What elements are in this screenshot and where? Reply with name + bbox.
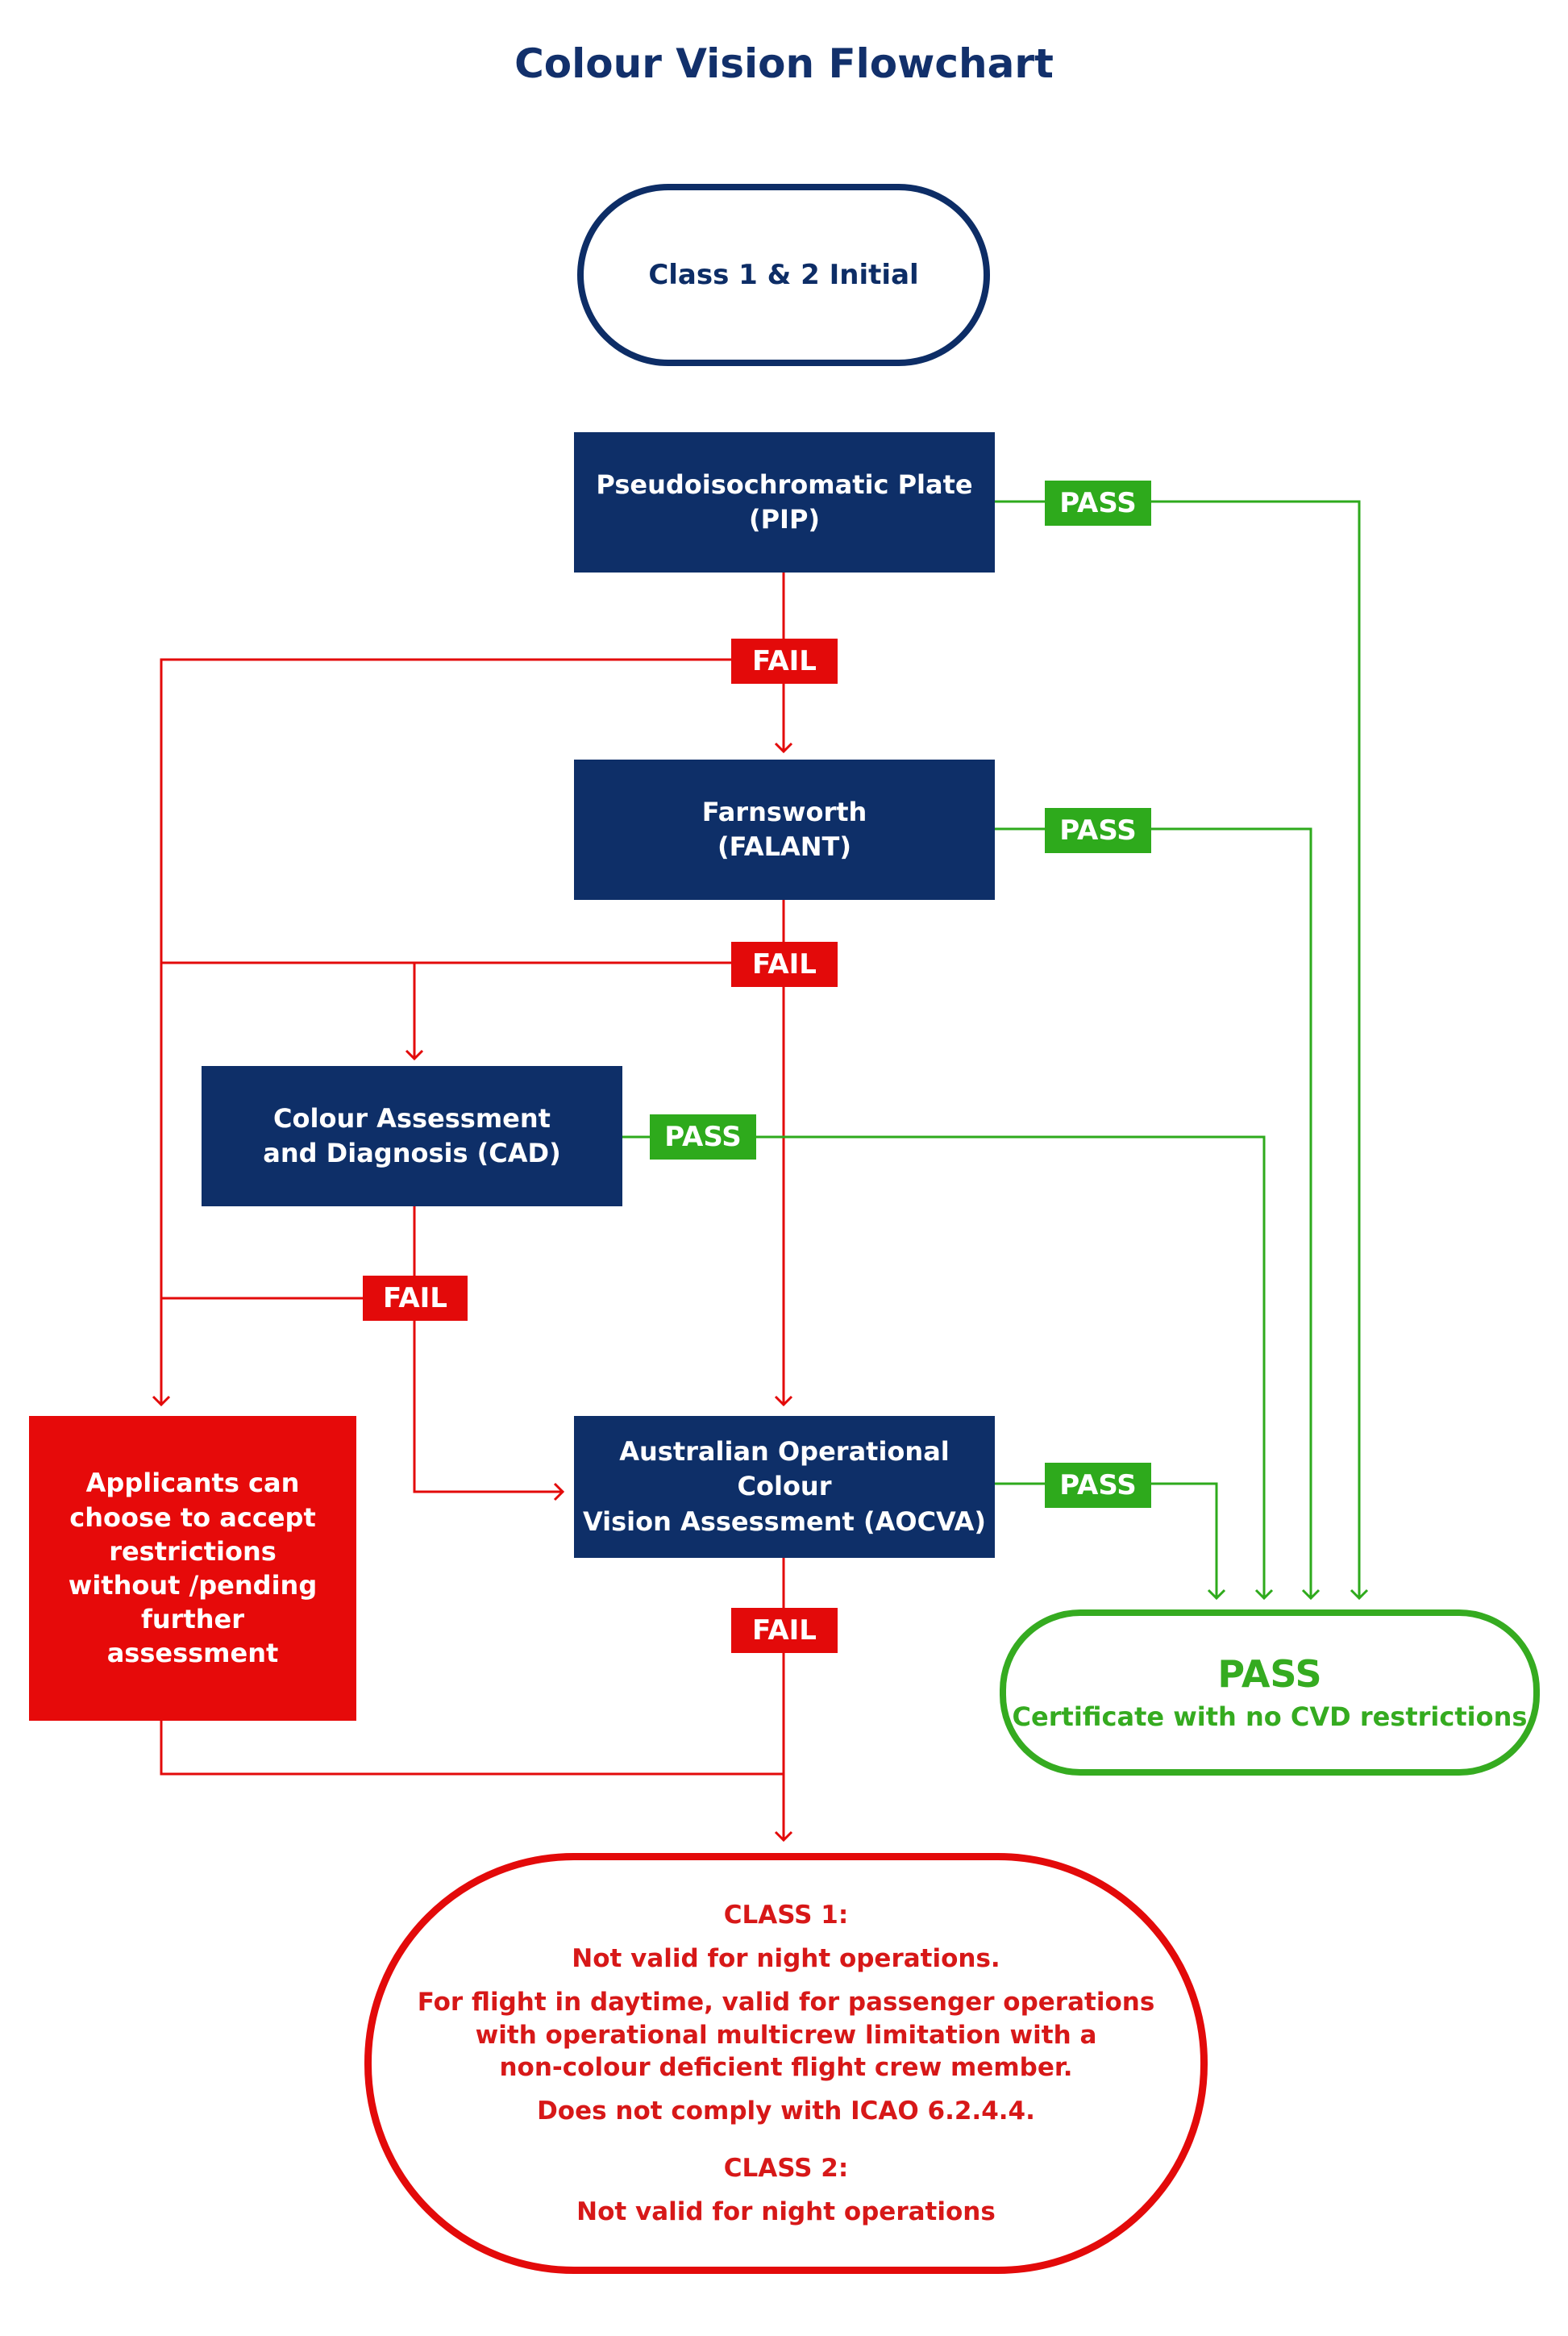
class1-heading: CLASS 1:	[723, 1900, 849, 1930]
pass-tag-pip: PASS	[1045, 481, 1151, 526]
class1-line-3: with operational multicrew limitation wi…	[475, 2020, 1097, 2050]
fail-tag-falant: FAIL	[731, 942, 838, 987]
aocva-line-2: Vision Assessment (AOCVA)	[582, 1505, 987, 1537]
pass-tag-cad: PASS	[650, 1114, 756, 1160]
line-cad-pass	[621, 1135, 1274, 1601]
fail-tag-aocva: FAIL	[731, 1608, 838, 1653]
pip-box: Pseudoisochromatic Plate (PIP)	[574, 432, 995, 573]
falant-line-2: (FALANT)	[717, 831, 851, 862]
fail-tag-pip: FAIL	[731, 639, 838, 684]
pass-result-heading: PASS	[1217, 1651, 1322, 1696]
line-applicants-to-restrictions	[160, 1720, 784, 1776]
pass-tag-falant: PASS	[1045, 808, 1151, 853]
start-node: Class 1 & 2 Initial	[577, 184, 990, 366]
pass-result-text: Certificate with no CVD restrictions	[1012, 1701, 1528, 1732]
falant-line-1: Farnsworth	[701, 796, 867, 827]
class2-line-1: Not valid for night operations	[576, 2197, 996, 2226]
pip-line-2: (PIP)	[748, 504, 821, 535]
pass-result-node: PASS Certificate with no CVD restriction…	[1000, 1609, 1540, 1776]
class1-line-4: non-colour deficient flight crew member.	[499, 2053, 1073, 2082]
line-pip-pass	[995, 500, 1369, 1601]
falant-box: Farnsworth (FALANT)	[574, 760, 995, 900]
cad-box: Colour Assessment and Diagnosis (CAD)	[202, 1066, 622, 1206]
class1-line-1: Not valid for night operations.	[572, 1944, 1000, 1974]
applicants-box: Applicants can choose to accept restrict…	[29, 1416, 356, 1721]
class1-line-2: For flight in daytime, valid for passeng…	[417, 1988, 1155, 2017]
line-pip-fail-to-applicants	[152, 658, 731, 1407]
pass-tag-aocva: PASS	[1045, 1463, 1151, 1508]
class1-line-5: Does not comply with ICAO 6.2.4.4.	[537, 2097, 1035, 2126]
fail-tag-cad: FAIL	[363, 1276, 468, 1321]
cad-line-1: Colour Assessment	[273, 1102, 551, 1134]
aocva-line-1: Australian Operational Colour	[619, 1436, 950, 1502]
cad-line-2: and Diagnosis (CAD)	[263, 1138, 561, 1168]
aocva-box: Australian Operational Colour Vision Ass…	[574, 1416, 995, 1558]
pip-line-1: Pseudoisochromatic Plate	[596, 468, 973, 500]
class2-heading: CLASS 2:	[723, 2153, 849, 2183]
restrictions-result-node: CLASS 1: Not valid for night operations.…	[364, 1853, 1208, 2274]
page-title: Colour Vision Flowchart	[514, 40, 1054, 87]
line-cad-fail-to-aocva	[413, 1206, 565, 1501]
